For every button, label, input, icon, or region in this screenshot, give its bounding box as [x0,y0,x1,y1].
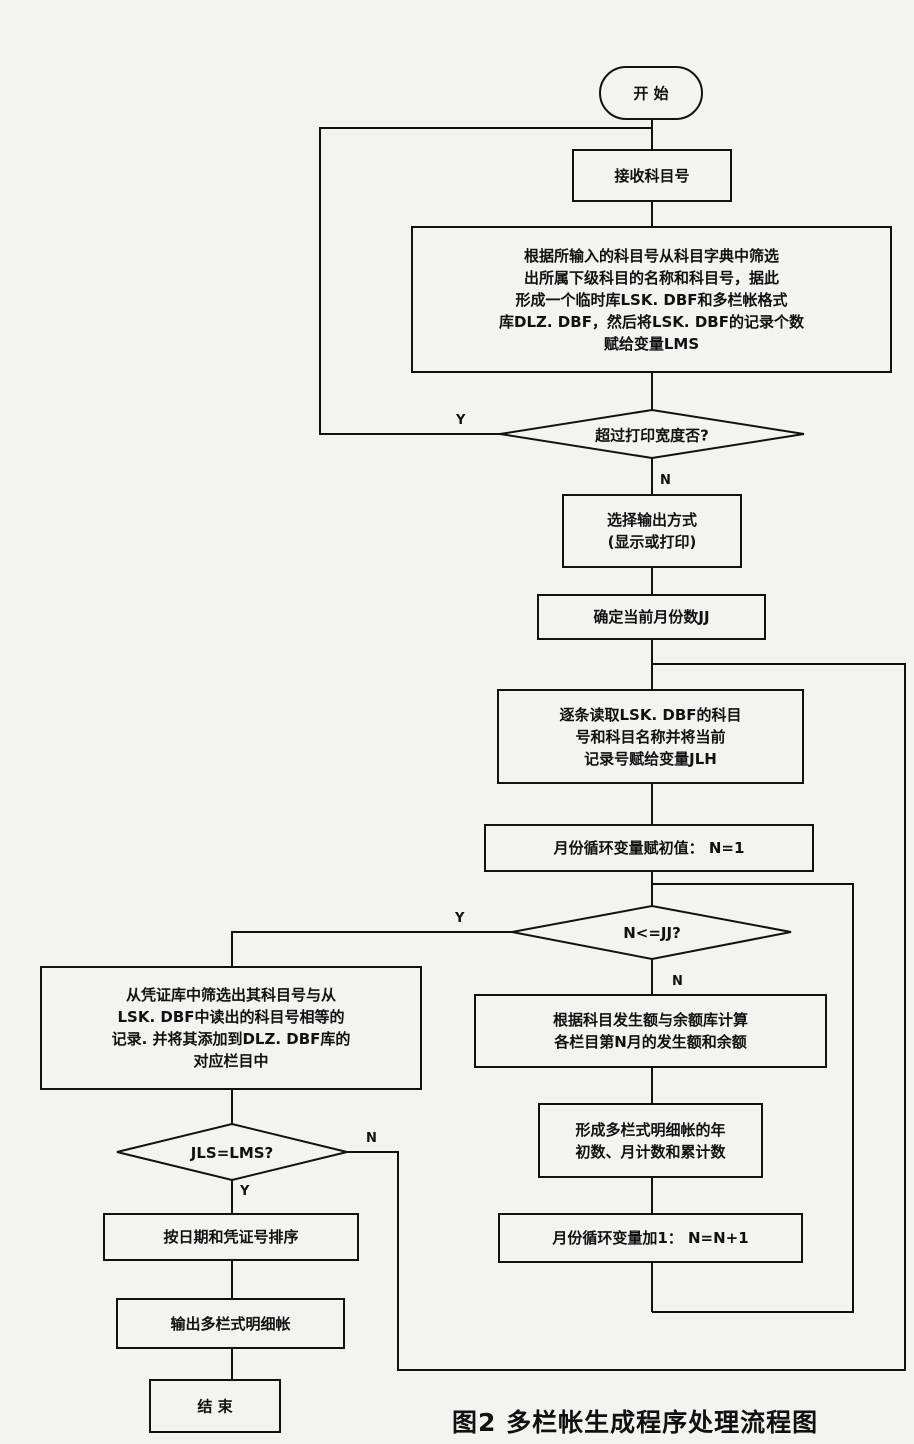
jls-yes-label: Y [240,1184,250,1199]
jls-no-label: N [366,1131,377,1146]
start-label: 开 始 [633,84,669,103]
width-no-label: N [660,473,671,488]
current-month-text: 确定当前月份数JJ [593,608,710,626]
calc-balance-box: 根据科目发生额与余额库计算 各栏目第N月的发生额和余额 [474,994,827,1068]
form-ledger-text: 形成多栏式明细帐的年 初数、月计数和累计数 [575,1120,726,1161]
receive-account-text: 接收科目号 [614,166,690,185]
receive-account-box: 接收科目号 [572,149,732,202]
decision-width-shape [499,408,805,460]
nloop-no-label: N [672,974,683,989]
filter-vouchers-text: 从凭证库中筛选出其科目号与从 LSK. DBF中读出的科目号相等的 记录. 并将… [111,986,351,1070]
read-records-text: 逐条读取LSK. DBF的科目 号和科目名称并将当前 记录号赋给变量JLH [559,705,742,768]
current-month-box: 确定当前月份数JJ [537,594,766,640]
decision-nloop-shape [511,904,792,961]
init-loop-box: 月份循环变量赋初值： N=1 [484,824,814,872]
nloop-yes-label: Y [455,911,465,926]
read-records-box: 逐条读取LSK. DBF的科目 号和科目名称并将当前 记录号赋给变量JLH [497,689,804,784]
select-output-box: 选择输出方式 (显示或打印) [562,494,742,568]
filter-vouchers-box: 从凭证库中筛选出其科目号与从 LSK. DBF中读出的科目号相等的 记录. 并将… [40,966,422,1090]
init-loop-text: 月份循环变量赋初值： N=1 [553,839,745,857]
width-yes-label: Y [456,413,466,428]
form-ledger-box: 形成多栏式明细帐的年 初数、月计数和累计数 [538,1103,763,1178]
decision-nloop-label: N<=JJ? [623,924,681,942]
screen-subaccounts-text: 根据所输入的科目号从科目字典中筛选 出所属下级科目的名称和科目号，据此 形成一个… [499,246,804,353]
sort-box: 按日期和凭证号排序 [103,1213,359,1261]
screen-subaccounts-box: 根据所输入的科目号从科目字典中筛选 出所属下级科目的名称和科目号，据此 形成一个… [411,226,892,373]
inc-loop-text: 月份循环变量加1： N=N+1 [552,1229,749,1247]
calc-balance-text: 根据科目发生额与余额库计算 各栏目第N月的发生额和余额 [552,1011,748,1051]
end-terminator [149,1379,281,1433]
inc-loop-box: 月份循环变量加1： N=N+1 [498,1213,803,1263]
figure-caption: 图2 多栏帐生成程序处理流程图 [452,1408,819,1437]
select-output-text: 选择输出方式 (显示或打印) [606,511,697,551]
output-ledger-box: 输出多栏式明细帐 [116,1298,345,1349]
end-label: 结 束 [197,1397,233,1416]
sort-text: 按日期和凭证号排序 [163,1228,299,1246]
decision-width-label: 超过打印宽度否? [595,426,709,445]
output-ledger-text: 输出多栏式明细帐 [170,1314,291,1333]
decision-jls-label: JLS=LMS? [190,1144,274,1162]
